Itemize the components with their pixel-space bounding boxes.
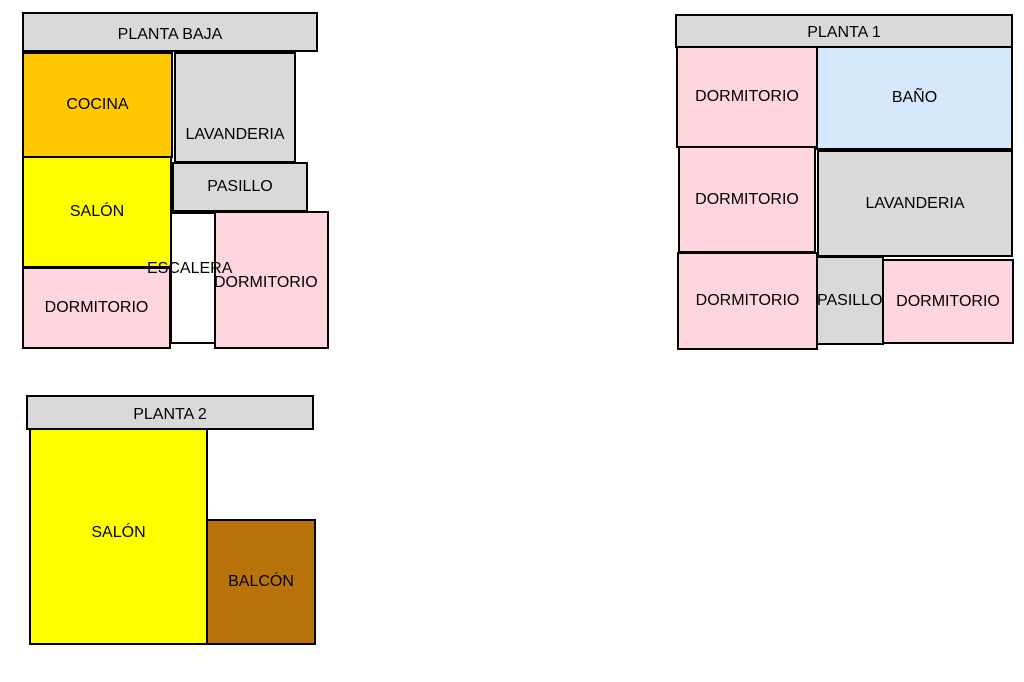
room-label: PASILLO [817, 291, 883, 309]
room-pasillo: PASILLO [816, 256, 884, 345]
room-lavanderia: LAVANDERIA [817, 150, 1013, 257]
room-label: SALÓN [69, 203, 125, 220]
room-label: DORMITORIO [695, 190, 799, 208]
room-label: COCINA [66, 96, 129, 113]
planta-1-header: PLANTA 1 [675, 14, 1013, 48]
room-dormitorio-3: DORMITORIO [677, 252, 818, 350]
room-bano: BAÑO [816, 46, 1013, 150]
room-dormitorio-1: DORMITORIO [22, 267, 171, 349]
room-label: LAVANDERIA [185, 126, 285, 143]
room-salon: SALÓN [29, 428, 208, 645]
room-label: DORMITORIO [214, 274, 318, 291]
escalera-label: ESCALERA [147, 260, 233, 277]
room-label: BALCÓN [228, 573, 294, 590]
room-salon: SALÓN [22, 156, 172, 268]
room-dormitorio-1: DORMITORIO [676, 46, 818, 148]
planta-baja-title: PLANTA BAJA [117, 26, 223, 43]
room-label: LAVANDERIA [865, 194, 965, 212]
room-dormitorio-4: DORMITORIO [882, 259, 1014, 344]
room-label: DORMITORIO [695, 88, 799, 105]
room-lavanderia: LAVANDERIA [174, 52, 296, 163]
room-escalera [170, 212, 218, 344]
planta-2-title: PLANTA 2 [133, 405, 207, 423]
planta-2-header: PLANTA 2 [26, 395, 314, 430]
room-label: SALÓN [91, 523, 146, 541]
room-balcon: BALCÓN [206, 519, 316, 645]
room-label: DORMITORIO [44, 299, 149, 316]
room-cocina: COCINA [22, 52, 173, 158]
room-label: DORMITORIO [695, 292, 800, 309]
room-dormitorio-2: DORMITORIO [678, 146, 816, 253]
room-label: PASILLO [207, 178, 273, 195]
room-dormitorio-2: DORMITORIO [214, 211, 329, 349]
planta-baja-header: PLANTA BAJA [22, 12, 318, 52]
room-label: DORMITORIO [896, 292, 1000, 310]
room-pasillo: PASILLO [172, 162, 308, 212]
planta-1-title: PLANTA 1 [807, 24, 881, 41]
room-label: BAÑO [891, 89, 938, 106]
